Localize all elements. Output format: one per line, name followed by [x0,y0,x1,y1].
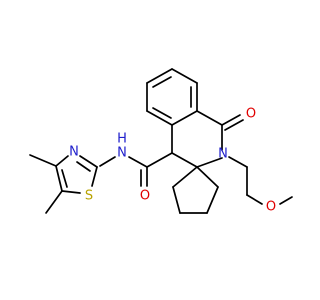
bond [45,190,63,214]
lactam-ring [171,110,223,168]
bond-double-2 [224,119,244,131]
ketone-group [221,114,244,131]
bond [146,110,173,126]
bond-inner [152,107,172,119]
bond [171,110,198,126]
bond [146,152,173,168]
atom-label-s-thiazole: S [85,189,93,204]
bond [79,155,98,168]
bond-double-1 [221,114,241,126]
methyl-groups [29,154,63,214]
carboxamide-group [128,152,173,187]
atom-labels: O N O O N H N S [69,107,276,215]
bond [128,156,148,168]
bond [171,68,198,84]
cyclopentane-ring [172,166,219,214]
amide-linker [99,156,116,167]
atom-label-o-methoxy: O [266,200,276,215]
bond [196,166,219,188]
bond [146,68,173,84]
bond [61,190,81,194]
bond-inner [76,161,91,172]
atom-label-h-amide: H [117,132,127,147]
atom-label-n-thiazole: N [69,145,79,160]
bond [206,186,219,214]
bond [91,166,98,187]
methoxyethyl-chain [228,156,293,205]
atom-label-n-amide: N [117,146,127,161]
bond [29,154,57,167]
bond [55,155,69,167]
bond [172,166,198,188]
bond [279,196,293,205]
bond [171,152,198,168]
atom-label-n-ring: N [218,147,228,162]
bond [246,194,263,205]
molecule-final-drawing: O N O O N H N S [29,68,293,215]
bond [196,157,223,168]
bond-inner [61,169,68,188]
bond-inner [152,76,172,88]
thiazole-ring [55,155,98,194]
atom-label-o-ketone: O [246,107,256,122]
bond [228,156,248,168]
atom-label-o-amide: O [140,189,150,204]
bond [55,165,63,192]
benzene-ring [146,68,198,126]
bond [196,110,223,126]
bond [172,186,181,214]
bond [99,156,116,167]
